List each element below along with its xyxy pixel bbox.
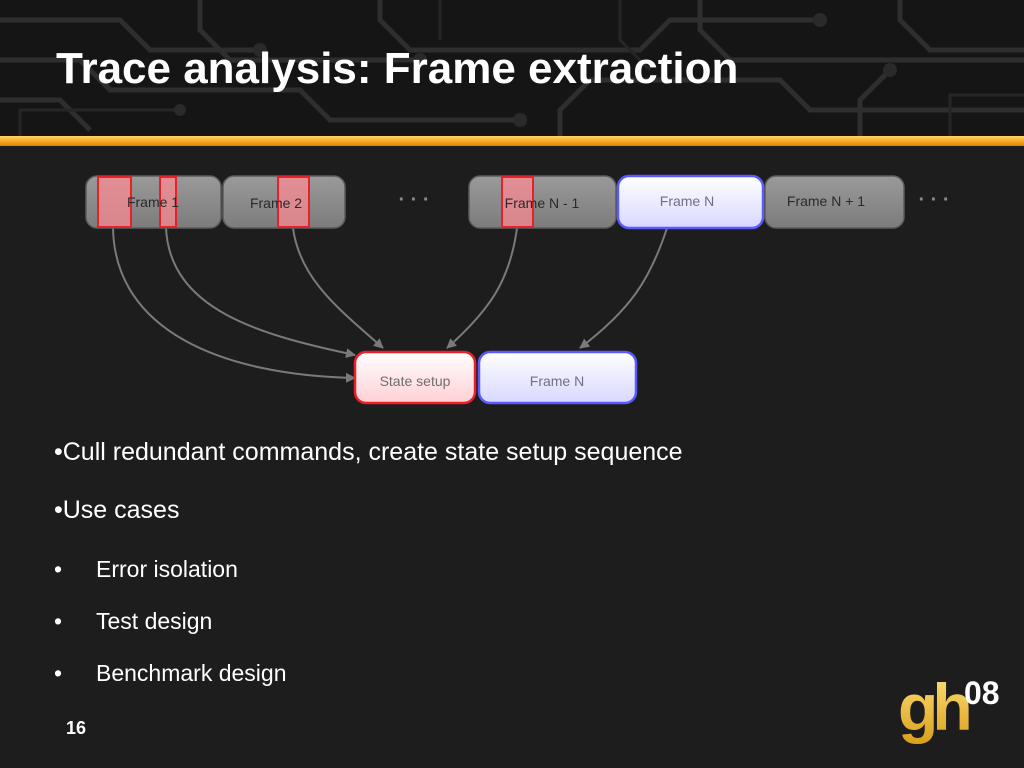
frame-box-n-plus-1: Frame N + 1 [764, 175, 905, 229]
frame-box-2: Frame 2 [222, 175, 346, 229]
sub-bullet-text: Benchmark design [96, 660, 287, 686]
arrow-frame1-b [165, 227, 356, 359]
state-command-highlight [277, 176, 310, 228]
gh08-logo: gh 08 [898, 670, 1000, 744]
bullet-marker: • [54, 556, 63, 582]
frame-box-n-minus-1: Frame N - 1 [468, 175, 617, 229]
slide-header: Trace analysis: Frame extraction [0, 0, 1024, 136]
state-command-highlight [159, 176, 177, 228]
arrow-frame-n [579, 227, 668, 349]
accent-bar [0, 136, 1024, 146]
bullet-use-cases: •Use cases [54, 496, 180, 524]
frame-n-label: Frame N [660, 193, 714, 209]
bullet-marker: • [54, 660, 63, 686]
bullet-cull-commands: •Cull redundant commands, create state s… [54, 438, 683, 466]
ellipsis-left: · · · [398, 189, 429, 211]
logo-year: 08 [964, 675, 1000, 711]
frame-1-label: Frame 1 [127, 194, 179, 210]
sub-bullet-text: Error isolation [96, 556, 238, 582]
arrow-frame1-a [112, 227, 356, 383]
frame-n-minus-1-label: Frame N - 1 [505, 195, 580, 211]
sub-bullet-text: Test design [96, 608, 213, 634]
state-command-highlight [97, 176, 132, 228]
logo-letters: gh [898, 670, 969, 744]
page-number: 16 [66, 718, 87, 738]
output-frame-n-label: Frame N [530, 373, 584, 389]
state-command-highlight [501, 176, 534, 228]
ellipsis-right: · · · [918, 189, 949, 211]
arrow-frame-n-minus-1 [446, 227, 518, 349]
circuit-board-background [0, 0, 1024, 136]
frame-n-plus-1-label: Frame N + 1 [787, 193, 865, 209]
bullet-marker: • [54, 608, 63, 634]
frame-2-label: Frame 2 [250, 195, 302, 211]
frame-box-1: Frame 1 [85, 175, 222, 229]
arrow-frame2 [292, 227, 384, 349]
state-setup-box: State setup [353, 350, 477, 405]
slide-title: Trace analysis: Frame extraction [56, 44, 739, 93]
frame-extraction-diagram: Frame 1 Frame 2 · · · Frame N - 1 Frame … [85, 174, 950, 405]
arrows [112, 227, 668, 383]
output-frame-n-box: Frame N [477, 350, 638, 405]
frame-box-n: Frame N [616, 174, 765, 230]
state-setup-label: State setup [380, 373, 451, 389]
